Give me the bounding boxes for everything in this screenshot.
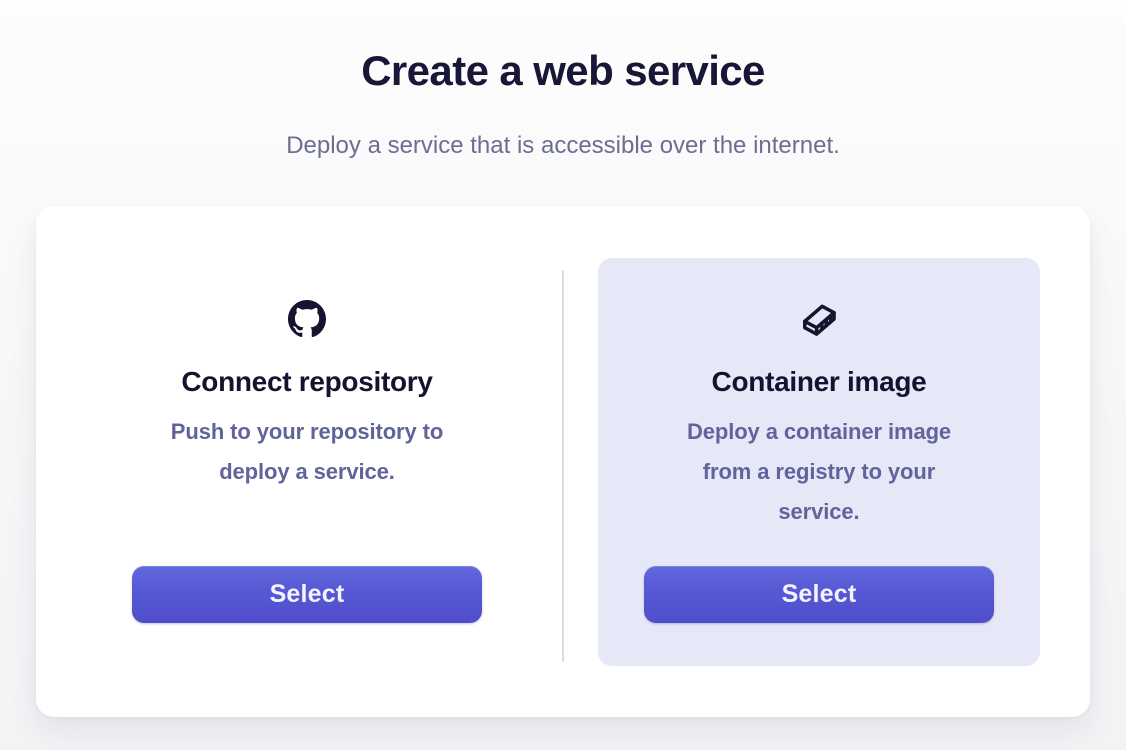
select-container-button[interactable]: Select: [644, 565, 994, 623]
container-icon: [800, 300, 838, 338]
option-title-connect-repository: Connect repository: [181, 365, 433, 397]
page-title: Create a web service: [361, 47, 765, 94]
service-options-panel: Connect repository Push to your reposito…: [36, 205, 1090, 717]
select-repository-button[interactable]: Select: [132, 565, 482, 623]
options-row: Connect repository Push to your reposito…: [86, 257, 1040, 674]
option-title-container-image: Container image: [711, 365, 927, 397]
vertical-divider: [562, 269, 564, 662]
option-card-connect-repository[interactable]: Connect repository Push to your reposito…: [86, 258, 528, 666]
option-description-container-image: Deploy a container image from a registry…: [686, 418, 952, 524]
option-description-connect-repository: Push to your repository to deploy a serv…: [170, 418, 444, 484]
option-card-container-image[interactable]: Container image Deploy a container image…: [598, 257, 1040, 666]
page-subtitle: Deploy a service that is accessible over…: [286, 132, 840, 159]
github-icon: [288, 299, 326, 338]
